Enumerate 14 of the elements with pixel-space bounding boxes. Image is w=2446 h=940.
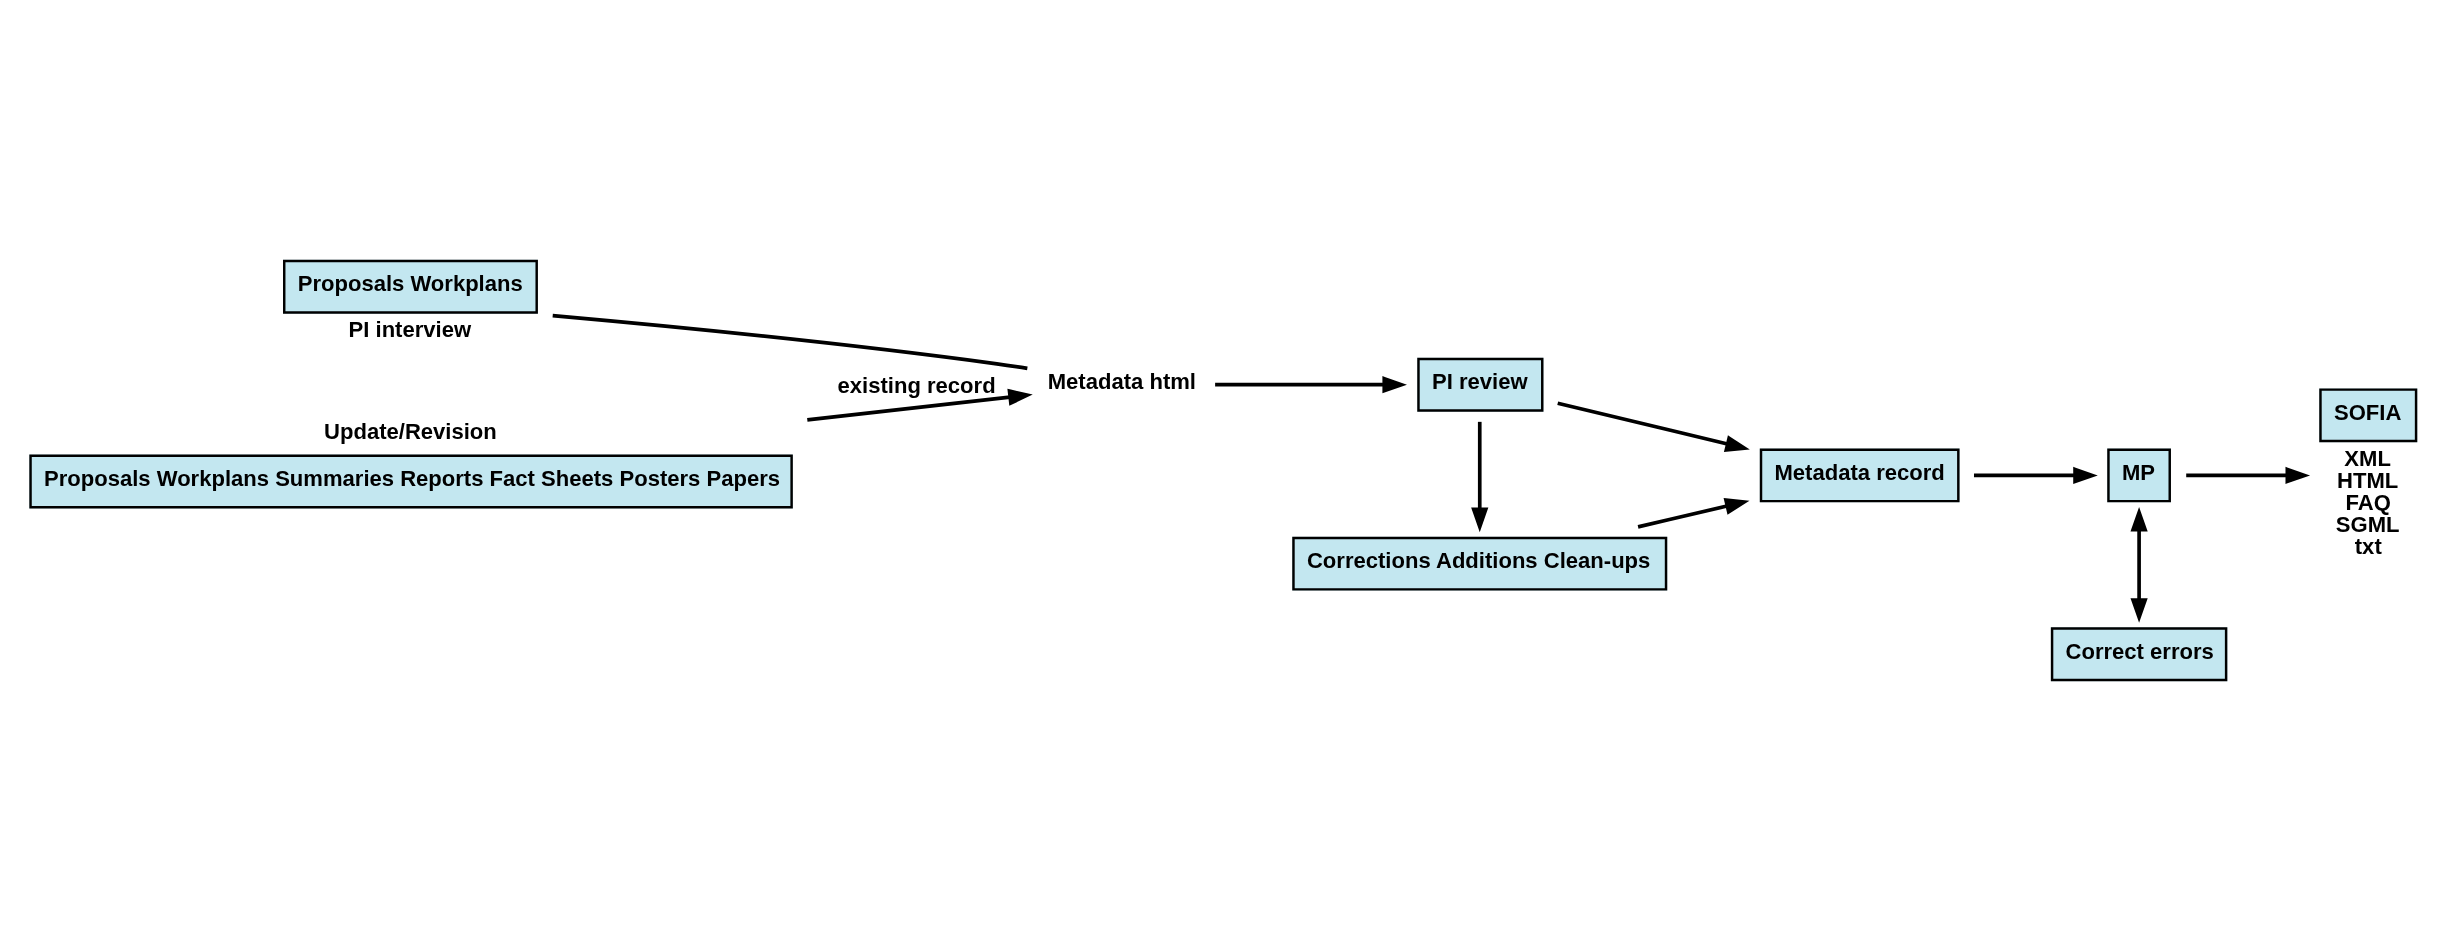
node-label: txt (2354, 533, 2382, 559)
arrow (2130, 506, 2148, 623)
arrow (2186, 466, 2311, 484)
arrow (1974, 466, 2098, 484)
node-label: Update/Revision (324, 418, 497, 444)
arrow (1637, 497, 1750, 529)
node-label: PI interview (348, 316, 472, 342)
connector (552, 313, 1028, 370)
arrow (1215, 375, 1407, 393)
node-text: Metadata html (1047, 368, 1196, 394)
arrow (1471, 421, 1489, 532)
edge-label: existing record (837, 372, 996, 398)
arrow (807, 388, 1033, 422)
arrow (1557, 400, 1750, 452)
